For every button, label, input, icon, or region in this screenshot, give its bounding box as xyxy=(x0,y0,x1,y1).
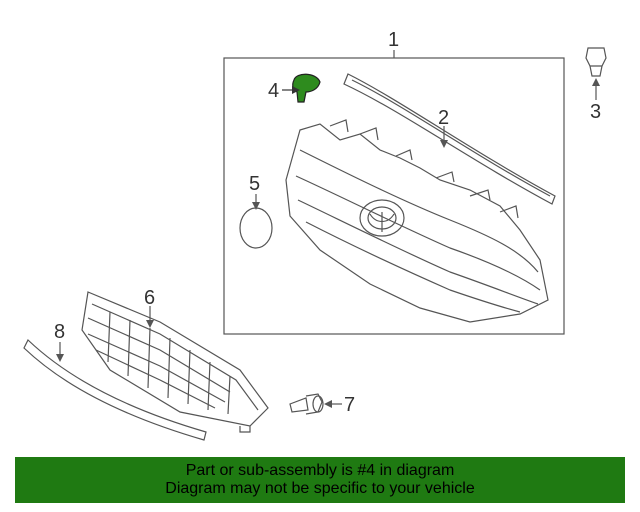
arrow-2 xyxy=(440,140,448,148)
banner-line-1: Part or sub-assembly is #4 in diagram xyxy=(185,462,455,479)
arrow-7 xyxy=(324,400,332,408)
callout-6: 6 xyxy=(144,287,155,309)
arrow-4 xyxy=(292,86,300,94)
arrow-6 xyxy=(146,320,154,328)
clip-part-4-highlighted xyxy=(292,73,321,103)
callout-2: 2 xyxy=(438,107,449,129)
callout-4: 4 xyxy=(268,80,279,102)
callout-5: 5 xyxy=(249,173,260,195)
arrow-8 xyxy=(56,354,64,362)
upper-molding-part-2 xyxy=(343,73,556,205)
info-banner: Part or sub-assembly is #4 in diagram Di… xyxy=(15,457,625,503)
arrow-3 xyxy=(592,78,600,86)
upper-grille xyxy=(285,119,549,323)
lower-molding-part-8 xyxy=(23,339,207,441)
screw-part-7 xyxy=(289,393,324,415)
callout-3: 3 xyxy=(590,101,601,123)
callout-1: 1 xyxy=(388,29,399,51)
lower-grille-part-6 xyxy=(81,291,269,433)
emblem-part-5 xyxy=(239,207,273,249)
clip-part-3 xyxy=(585,47,607,77)
callout-7: 7 xyxy=(344,394,355,416)
arrow-5 xyxy=(252,202,260,210)
callout-8: 8 xyxy=(54,321,65,343)
banner-line-2: Diagram may not be specific to your vehi… xyxy=(165,480,475,497)
